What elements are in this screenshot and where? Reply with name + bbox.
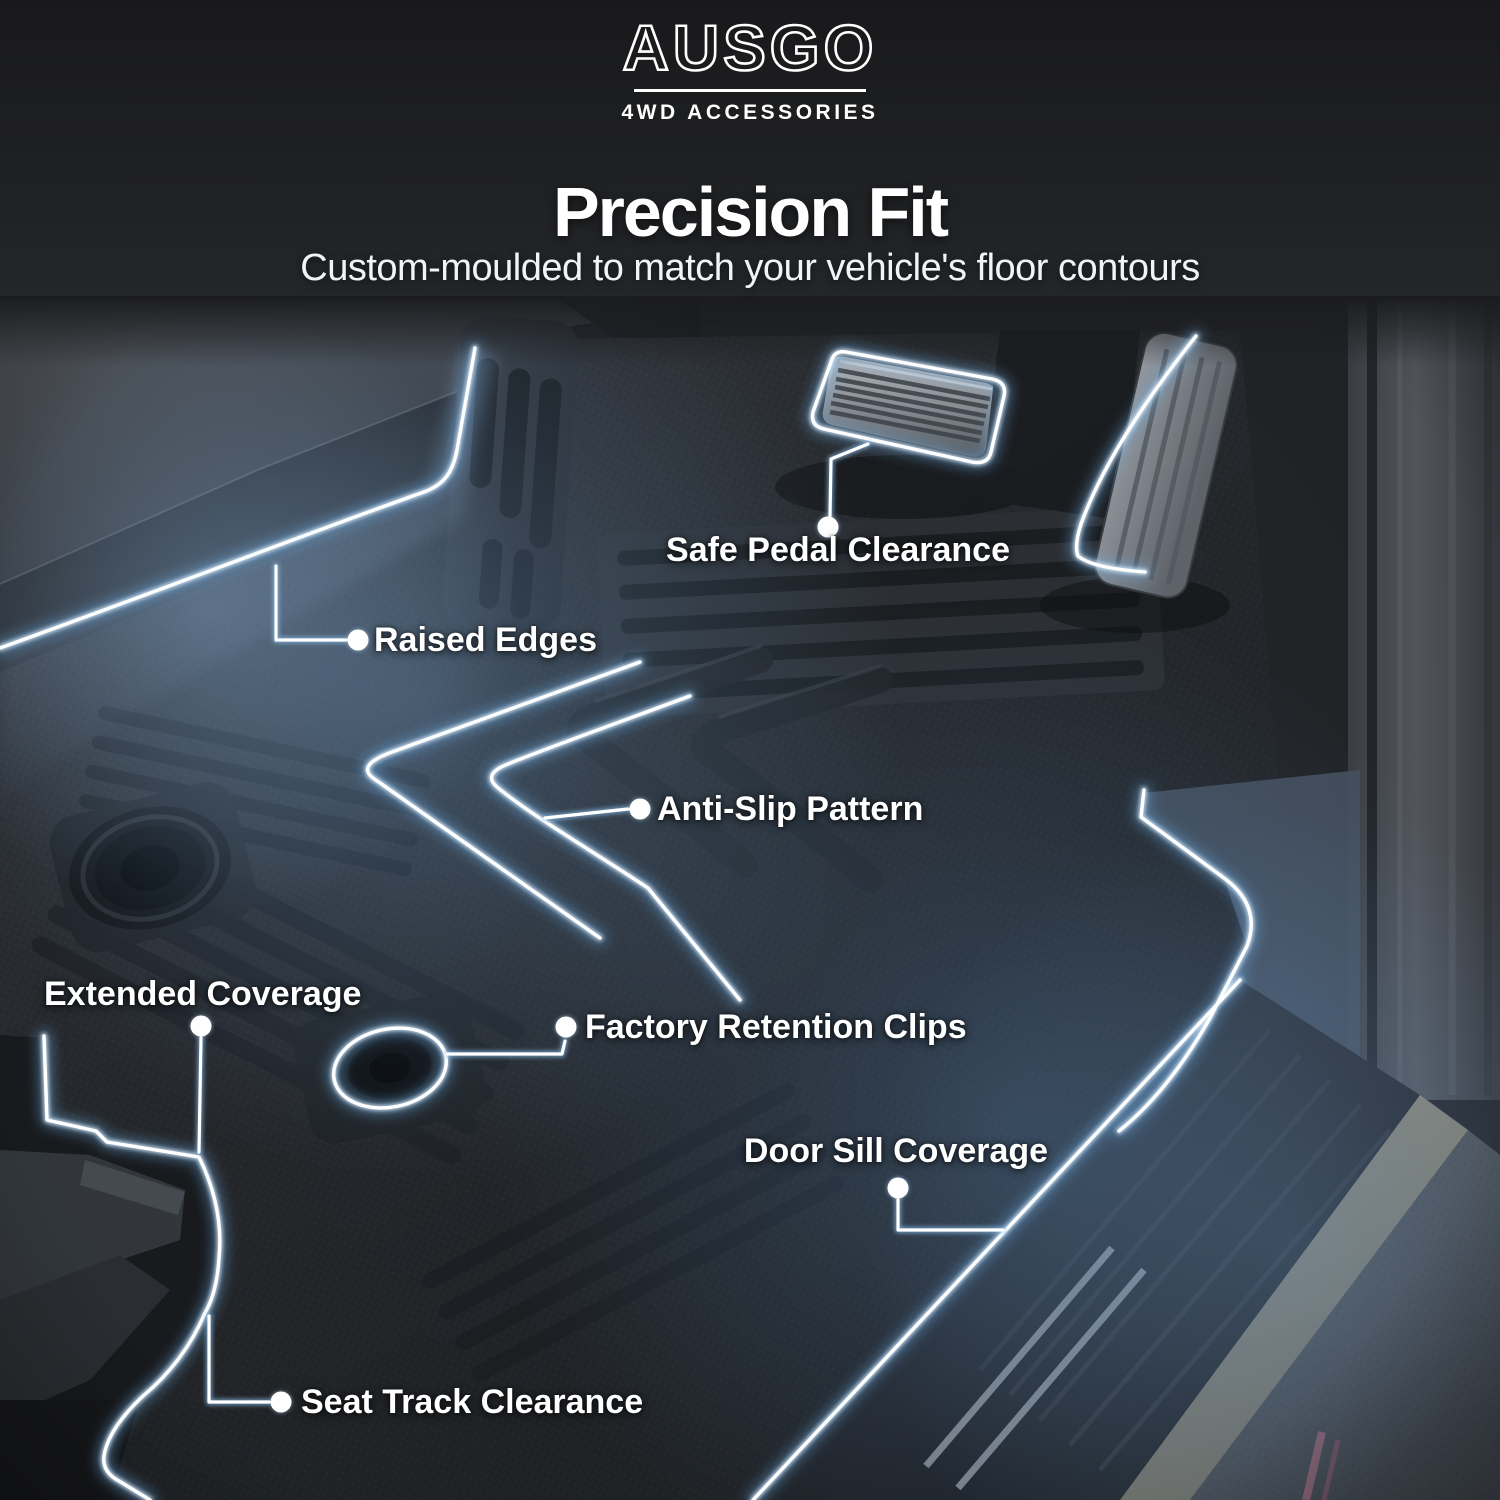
brand-logo: AUSGO 4WD ACCESSORIES bbox=[0, 12, 1500, 124]
callout-label-factory-retention-clips: Factory Retention Clips bbox=[585, 1008, 967, 1047]
header-fade bbox=[0, 296, 1500, 366]
header-backdrop bbox=[0, 0, 1500, 310]
callout-label-raised-edges: Raised Edges bbox=[374, 621, 597, 660]
brand-divider bbox=[634, 89, 866, 92]
page-subtitle: Custom-moulded to match your vehicle's f… bbox=[300, 247, 1200, 289]
callout-label-anti-slip-pattern: Anti-Slip Pattern bbox=[657, 790, 924, 829]
callout-label-door-sill-coverage: Door Sill Coverage bbox=[743, 1132, 1049, 1171]
callout-label-extended-coverage: Extended Coverage bbox=[44, 975, 362, 1014]
brand-tagline: 4WD ACCESSORIES bbox=[621, 101, 879, 124]
callout-label-safe-pedal-clearance: Safe Pedal Clearance bbox=[666, 531, 1010, 570]
brand-name: AUSGO bbox=[621, 12, 878, 84]
page-title: Precision Fit bbox=[552, 173, 949, 251]
leader-extended-coverage bbox=[197, 1036, 203, 1154]
callout-label-seat-track-clearance: Seat Track Clearance bbox=[301, 1383, 644, 1422]
vignette bbox=[0, 300, 1500, 1500]
